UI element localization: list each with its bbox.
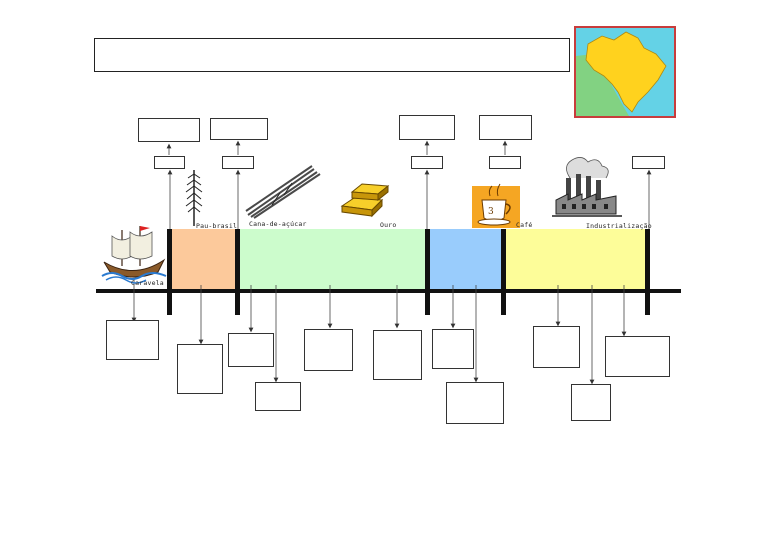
bottom-box-6[interactable] [373,330,422,380]
bottom-box-8[interactable] [446,382,504,424]
tick-1 [167,229,172,315]
brazil-map-icon [574,26,676,118]
label-ouro: Ouro [380,221,397,229]
label-cana: Cana-de-açúcar [249,220,307,228]
period-pau-brasil [172,229,236,289]
brazilwood-tree-icon [185,168,203,226]
top-box-4[interactable] [479,115,532,140]
period-cafe [430,229,502,289]
timeline-axis [96,289,681,293]
svg-text:3: 3 [488,207,494,217]
date-box-2[interactable] [222,156,254,169]
tick-4 [501,229,506,315]
label-cafe: Café [516,221,533,229]
title-box[interactable] [94,38,570,72]
top-box-1[interactable] [138,118,200,142]
date-box-4[interactable] [489,156,521,169]
date-box-1[interactable] [154,156,185,169]
top-box-2[interactable] [210,118,268,140]
period-cana-ouro [240,229,426,289]
bottom-box-3[interactable] [228,333,274,367]
bottom-box-5[interactable] [304,329,353,371]
bottom-box-10[interactable] [571,384,611,421]
bottom-box-4[interactable] [255,382,301,411]
tick-3 [425,229,430,315]
label-caravela: Caravela [131,279,164,287]
date-box-5[interactable] [632,156,665,169]
bottom-box-7[interactable] [432,329,474,369]
sugarcane-bundle-icon [244,165,322,220]
bottom-box-9[interactable] [533,326,580,368]
bottom-box-2[interactable] [177,344,223,394]
gold-bars-icon [338,178,396,218]
caravel-ship-icon [100,222,168,284]
date-box-3[interactable] [411,156,443,169]
label-pau-brasil: Pau-brasil [196,222,238,230]
label-industrializacao: Industrialização [586,222,652,230]
bottom-box-11[interactable] [605,336,670,377]
top-box-3[interactable] [399,115,455,140]
period-industrializacao [506,229,646,289]
tick-2 [235,229,240,315]
coffee-cup-icon: 3 [472,178,520,228]
bottom-box-1[interactable] [106,320,159,360]
factory-icon [552,156,622,220]
tick-5 [645,229,650,315]
